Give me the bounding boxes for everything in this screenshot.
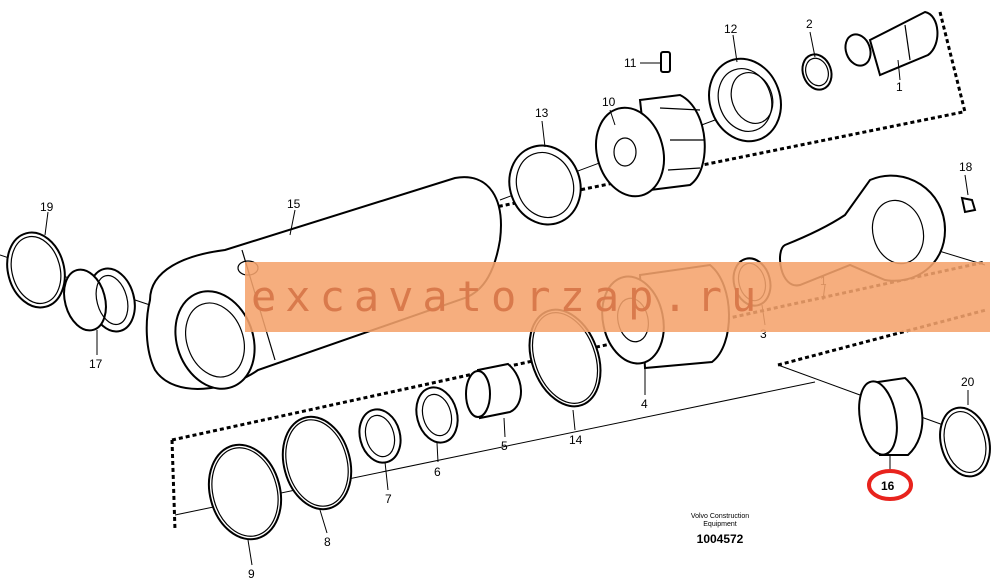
- seal-19: [6, 231, 66, 309]
- watermark-text: excavatorzap.ru: [251, 272, 766, 321]
- ring-9: [207, 443, 283, 541]
- maker-caption: Volvo Construction Equipment: [672, 513, 768, 529]
- maker-line-1: Volvo Construction: [690, 513, 750, 520]
- highlight-circle: [867, 469, 913, 501]
- maker-line-2: Equipment: [703, 521, 737, 528]
- label-15: 15: [287, 197, 301, 211]
- label-6: 6: [434, 465, 441, 479]
- label-4: 4: [641, 397, 648, 411]
- label-7: 7: [385, 492, 392, 506]
- label-5: 5: [501, 439, 508, 453]
- label-10: 10: [602, 95, 616, 109]
- seal-20: [939, 406, 991, 478]
- wear-ring-13: [508, 144, 582, 226]
- bushing-16: [858, 376, 924, 456]
- label-13: 13: [535, 106, 549, 120]
- label-2: 2: [806, 17, 813, 31]
- label-11: 11: [624, 56, 637, 70]
- label-16: 16: [881, 479, 895, 493]
- grease-nipple-18: [960, 196, 977, 214]
- seal-7: [358, 408, 402, 464]
- label-8: 8: [324, 535, 331, 549]
- label-19: 19: [40, 200, 54, 214]
- label-17: 17: [89, 357, 103, 371]
- set-screw-11: [660, 51, 671, 73]
- bushing-5: [465, 362, 522, 420]
- watermark-band: [245, 262, 990, 332]
- label-3: 3: [760, 327, 767, 341]
- o-ring-8: [281, 415, 353, 511]
- label-20: 20: [961, 375, 975, 389]
- drawing-number: 1004572: [696, 532, 744, 546]
- label-9: 9: [248, 567, 255, 581]
- label-14: 14: [569, 433, 583, 447]
- label-18: 18: [959, 160, 973, 174]
- label-1-top: 1: [896, 80, 903, 94]
- o-ring-2: [801, 53, 833, 91]
- piston-rod-1-top: [844, 10, 939, 77]
- seal-6: [415, 386, 459, 444]
- piston-10: [595, 93, 706, 198]
- label-12: 12: [724, 22, 738, 36]
- bushing-17: [63, 267, 136, 333]
- seal-kit-12: [708, 57, 782, 143]
